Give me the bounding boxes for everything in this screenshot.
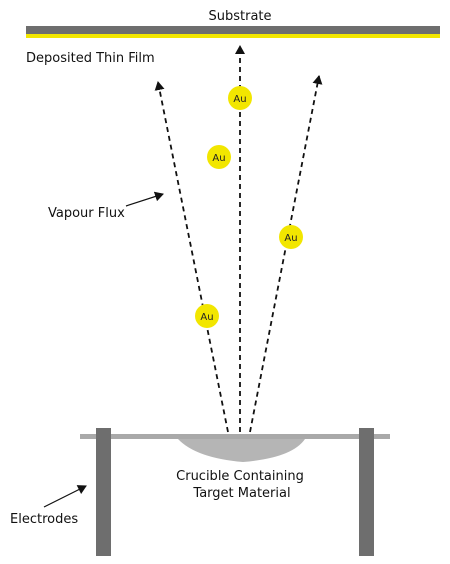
- vapour-flux-label: Vapour Flux: [48, 206, 125, 221]
- electrodes-label: Electrodes: [10, 512, 78, 527]
- crucible-label-line2: Target Material: [192, 486, 290, 501]
- gold-atom: Au: [195, 304, 219, 328]
- flux-arrow-left: [154, 81, 229, 433]
- gold-atom: Au: [279, 225, 303, 249]
- gold-atom: Au: [228, 86, 252, 110]
- electrodes-pointer: [43, 485, 87, 508]
- electrode-left: [96, 428, 111, 556]
- svg-text:Au: Au: [212, 153, 225, 164]
- electrode-right: [359, 428, 374, 556]
- vapour-flux-pointer: [125, 191, 164, 207]
- substrate-label: Substrate: [208, 9, 271, 24]
- svg-text:Au: Au: [284, 233, 297, 244]
- crucible: [178, 439, 305, 462]
- support-plate: [80, 434, 390, 439]
- substrate-bar: [26, 26, 440, 34]
- gold-atom: Au: [207, 145, 231, 169]
- svg-text:Au: Au: [233, 94, 246, 105]
- svg-text:Au: Au: [200, 312, 213, 323]
- thin-film-label: Deposited Thin Film: [26, 51, 155, 66]
- crucible-label-line1: Crucible Containing: [176, 469, 304, 484]
- flux-arrow-right: [249, 75, 323, 433]
- thin-film-layer: [26, 34, 440, 38]
